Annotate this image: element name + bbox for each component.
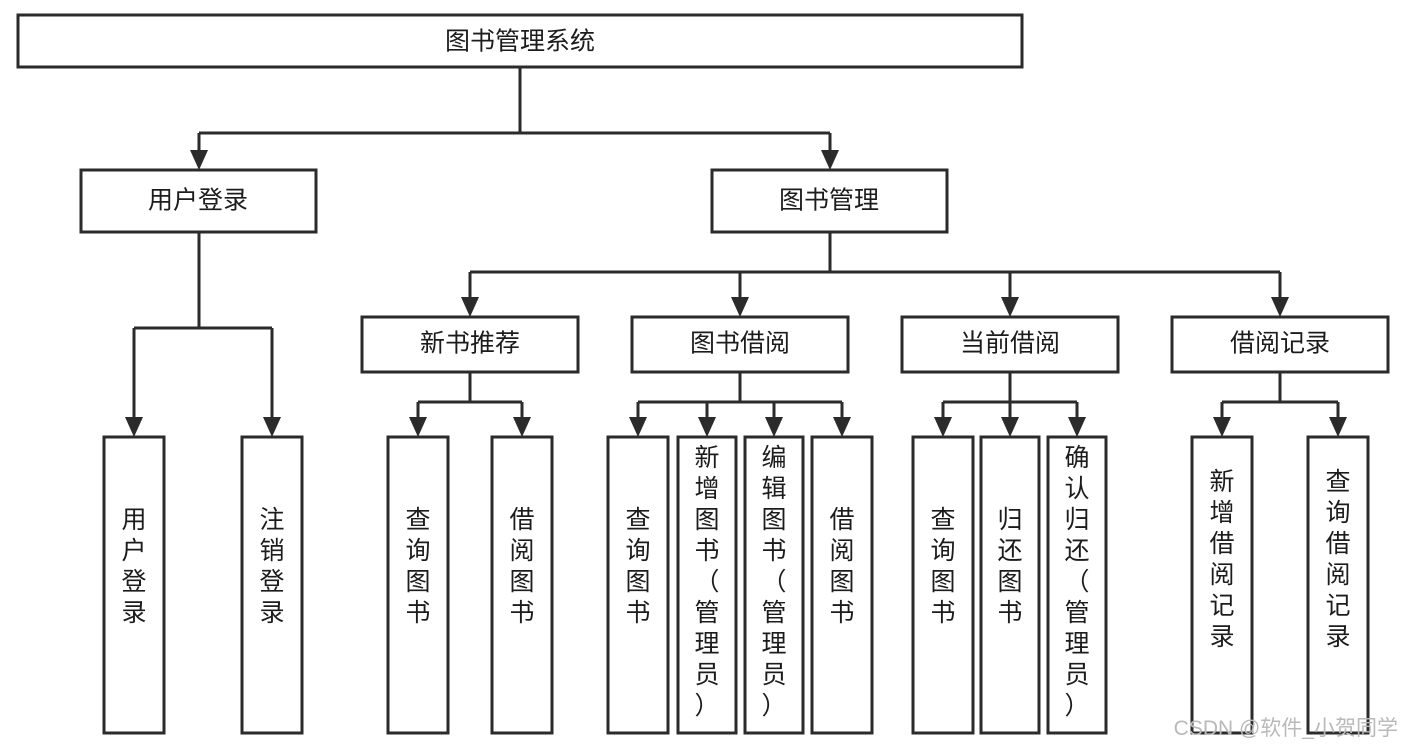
- arrow-head-leaf-confirm-return: [1068, 417, 1086, 437]
- node-new-book-recommend[interactable]: 新书推荐: [360, 315, 580, 374]
- node-leaf-query-book-1-label: 查询图书: [405, 506, 430, 627]
- arrow-head-leaf-query-book-3: [934, 417, 952, 437]
- node-root-box[interactable]: [16, 13, 1024, 69]
- node-book-borrow[interactable]: 图书借阅: [630, 315, 850, 374]
- node-leaf-add-book-label: 新增图书（管理员）: [694, 444, 719, 720]
- node-borrow-record[interactable]: 借阅记录: [1170, 315, 1390, 374]
- arrow-head-leaf-borrow-book-2: [833, 417, 851, 437]
- node-user-login-box[interactable]: [79, 168, 318, 234]
- arrow-head-borrow-record: [1271, 297, 1289, 317]
- node-leaf-confirm-return[interactable]: 确认归还（管理员）: [1046, 435, 1108, 735]
- node-leaf-query-book-3-box[interactable]: [911, 435, 975, 735]
- arrow-head-leaf-query-book-1: [409, 417, 427, 437]
- node-current-borrow-box[interactable]: [900, 315, 1120, 374]
- node-leaf-add-book-box[interactable]: [676, 435, 738, 735]
- node-leaf-return-book-label: 归还图书: [997, 506, 1022, 627]
- node-leaf-user-login-label: 用户登录: [121, 506, 146, 627]
- node-user-login-label: 用户登录: [148, 187, 248, 215]
- node-leaf-query-record-box[interactable]: [1306, 435, 1370, 735]
- node-leaf-user-login-box[interactable]: [102, 435, 166, 735]
- node-leaf-borrow-book-1-box[interactable]: [490, 435, 554, 735]
- node-leaf-borrow-book-1-label: 借阅图书: [509, 506, 534, 627]
- node-book-borrow-label: 图书借阅: [690, 330, 790, 358]
- node-current-borrow[interactable]: 当前借阅: [900, 315, 1120, 374]
- node-leaf-logout-login[interactable]: 注销登录: [240, 435, 304, 735]
- node-leaf-query-book-1-box[interactable]: [386, 435, 450, 735]
- node-leaf-query-record-label: 查询借阅记录: [1325, 468, 1350, 651]
- node-leaf-return-book-box[interactable]: [979, 435, 1041, 735]
- arrow-head-leaf-add-record: [1213, 417, 1231, 437]
- node-leaf-query-book-3-label: 查询图书: [930, 506, 955, 627]
- node-leaf-logout-login-box[interactable]: [240, 435, 304, 735]
- node-leaf-borrow-book-2-box[interactable]: [810, 435, 874, 735]
- node-leaf-user-login[interactable]: 用户登录: [102, 435, 166, 735]
- connector-layer: [125, 67, 1347, 437]
- node-leaf-edit-book-box[interactable]: [743, 435, 805, 735]
- node-root-label: 图书管理系统: [445, 28, 595, 56]
- node-leaf-borrow-book-2[interactable]: 借阅图书: [810, 435, 874, 735]
- arrow-head-leaf-edit-book: [765, 417, 783, 437]
- node-root[interactable]: 图书管理系统: [16, 13, 1024, 69]
- node-leaf-query-book-2[interactable]: 查询图书: [606, 435, 670, 735]
- node-leaf-borrow-book-2-label: 借阅图书: [829, 506, 854, 627]
- node-leaf-query-record[interactable]: 查询借阅记录: [1306, 435, 1370, 735]
- arrow-head-leaf-add-book: [698, 417, 716, 437]
- node-leaf-add-record[interactable]: 新增借阅记录: [1190, 435, 1254, 735]
- node-leaf-return-book[interactable]: 归还图书: [979, 435, 1041, 735]
- node-new-book-recommend-box[interactable]: [360, 315, 580, 374]
- arrow-head-user-login: [190, 150, 208, 170]
- node-user-login[interactable]: 用户登录: [79, 168, 318, 234]
- arrow-head-leaf-query-record: [1329, 417, 1347, 437]
- node-leaf-query-book-3[interactable]: 查询图书: [911, 435, 975, 735]
- node-current-borrow-label: 当前借阅: [960, 330, 1060, 358]
- node-leaf-add-book[interactable]: 新增图书（管理员）: [676, 435, 738, 735]
- arrow-head-leaf-logout-login: [263, 417, 281, 437]
- node-leaf-add-record-label: 新增借阅记录: [1209, 468, 1234, 651]
- node-leaf-edit-book-label: 编辑图书（管理员）: [761, 444, 786, 720]
- node-leaf-confirm-return-box[interactable]: [1046, 435, 1108, 735]
- node-leaf-logout-login-label: 注销登录: [259, 506, 284, 627]
- arrow-head-leaf-query-book-2: [629, 417, 647, 437]
- node-leaf-edit-book[interactable]: 编辑图书（管理员）: [743, 435, 805, 735]
- node-book-borrow-box[interactable]: [630, 315, 850, 374]
- node-borrow-record-box[interactable]: [1170, 315, 1390, 374]
- arrow-head-leaf-user-login: [125, 417, 143, 437]
- arrow-head-current-borrow: [1001, 297, 1019, 317]
- arrow-head-leaf-return-book: [1001, 417, 1019, 437]
- node-leaf-query-book-1[interactable]: 查询图书: [386, 435, 450, 735]
- node-leaf-confirm-return-label: 确认归还（管理员）: [1064, 444, 1089, 720]
- node-leaf-add-record-box[interactable]: [1190, 435, 1254, 735]
- arrow-head-book-manage: [821, 150, 839, 170]
- node-new-book-recommend-label: 新书推荐: [420, 330, 520, 358]
- arrow-head-book-borrow: [731, 297, 749, 317]
- node-borrow-record-label: 借阅记录: [1230, 330, 1330, 358]
- node-book-manage[interactable]: 图书管理: [710, 168, 949, 234]
- arrow-head-new-book-recommend: [461, 297, 479, 317]
- node-leaf-query-book-2-box[interactable]: [606, 435, 670, 735]
- node-book-manage-box[interactable]: [710, 168, 949, 234]
- arrow-head-leaf-borrow-book-1: [513, 417, 531, 437]
- node-book-manage-label: 图书管理: [779, 187, 879, 215]
- node-leaf-borrow-book-1[interactable]: 借阅图书: [490, 435, 554, 735]
- node-leaf-query-book-2-label: 查询图书: [625, 506, 650, 627]
- watermark-text: CSDN @软件_小贺同学: [1174, 717, 1398, 740]
